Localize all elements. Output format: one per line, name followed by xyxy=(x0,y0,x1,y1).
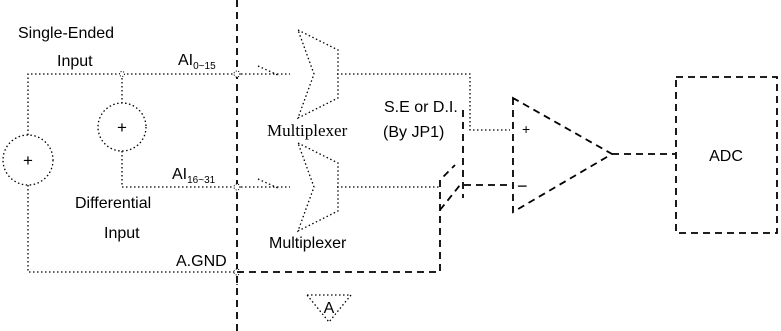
mode-select-label-line1: S.E or D.I. xyxy=(384,99,458,116)
differential-label-line2: Input xyxy=(104,225,140,242)
agnd-mode-wiring xyxy=(237,110,675,273)
input-switch-arrows xyxy=(257,65,281,190)
differential-label-line1: Differential xyxy=(75,195,151,212)
amplifier-plus-input: + xyxy=(522,121,530,137)
ai-top-label: AI0~15 xyxy=(178,52,216,72)
multiplexer-top-label: Multiplexer xyxy=(267,121,348,140)
single-ended-label-line1: Single-Ended xyxy=(18,25,114,42)
agnd-label: A.GND xyxy=(176,253,227,270)
ai-bottom-label: AI16~31 xyxy=(172,166,216,186)
single-ended-label-line2: Input xyxy=(57,53,93,70)
multiplexer-bottom-shape xyxy=(296,141,339,233)
differential-source-plus: + xyxy=(117,118,127,137)
adc-label: ADC xyxy=(709,148,743,165)
dotted-wiring xyxy=(27,73,510,285)
multiplexer-bottom-label: Multiplexer xyxy=(269,235,347,252)
analog-ground-symbol xyxy=(305,294,353,324)
analog-ground-label: A xyxy=(324,300,335,317)
single-ended-source-plus: + xyxy=(23,151,33,170)
adc-box xyxy=(675,76,778,234)
multiplexer-top-shape xyxy=(296,28,339,120)
mode-select-label-line2: (By JP1) xyxy=(383,124,444,141)
amplifier-triangle xyxy=(512,96,614,214)
amplifier-minus-input: − xyxy=(517,176,528,196)
